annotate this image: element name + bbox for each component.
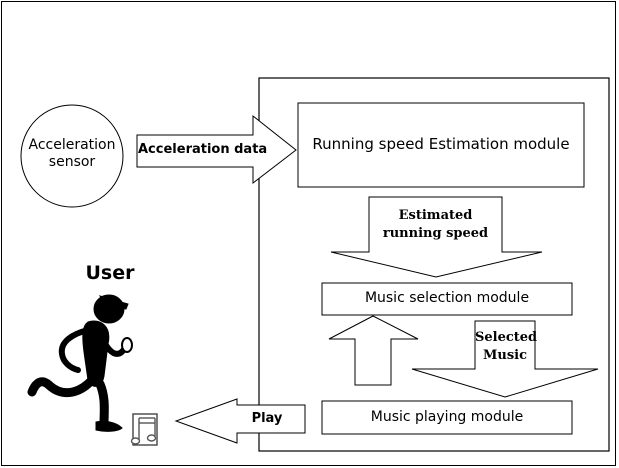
running-person-icon: [27, 294, 133, 432]
playing-module-label: Music playing module: [370, 409, 524, 425]
estimated-speed-arrow: [330, 196, 543, 278]
selected-music-arrow: [411, 320, 599, 398]
speed-module-label: Running speed Estimation module: [312, 135, 570, 153]
selected-music-label: Selected Music: [475, 330, 538, 363]
sensor-circle: [20, 104, 124, 208]
music-note-icon: [130, 413, 158, 446]
upward-arrow: [328, 315, 419, 386]
system-container: [258, 77, 610, 452]
selection-module-label: Music selection module: [364, 290, 530, 306]
user-label: User: [85, 262, 135, 284]
estimated-speed-label: Estimated running speed: [382, 208, 489, 241]
acceleration-data-arrow: [136, 114, 297, 185]
play-arrow: [174, 398, 306, 444]
play-label: Play: [251, 411, 283, 426]
acceleration-data-label: Acceleration data: [138, 142, 268, 157]
sensor-label: Acceleration sensor: [28, 137, 116, 170]
playing-module-box: [321, 400, 573, 435]
selection-module-box: [321, 282, 573, 316]
speed-module-box: [297, 102, 585, 188]
